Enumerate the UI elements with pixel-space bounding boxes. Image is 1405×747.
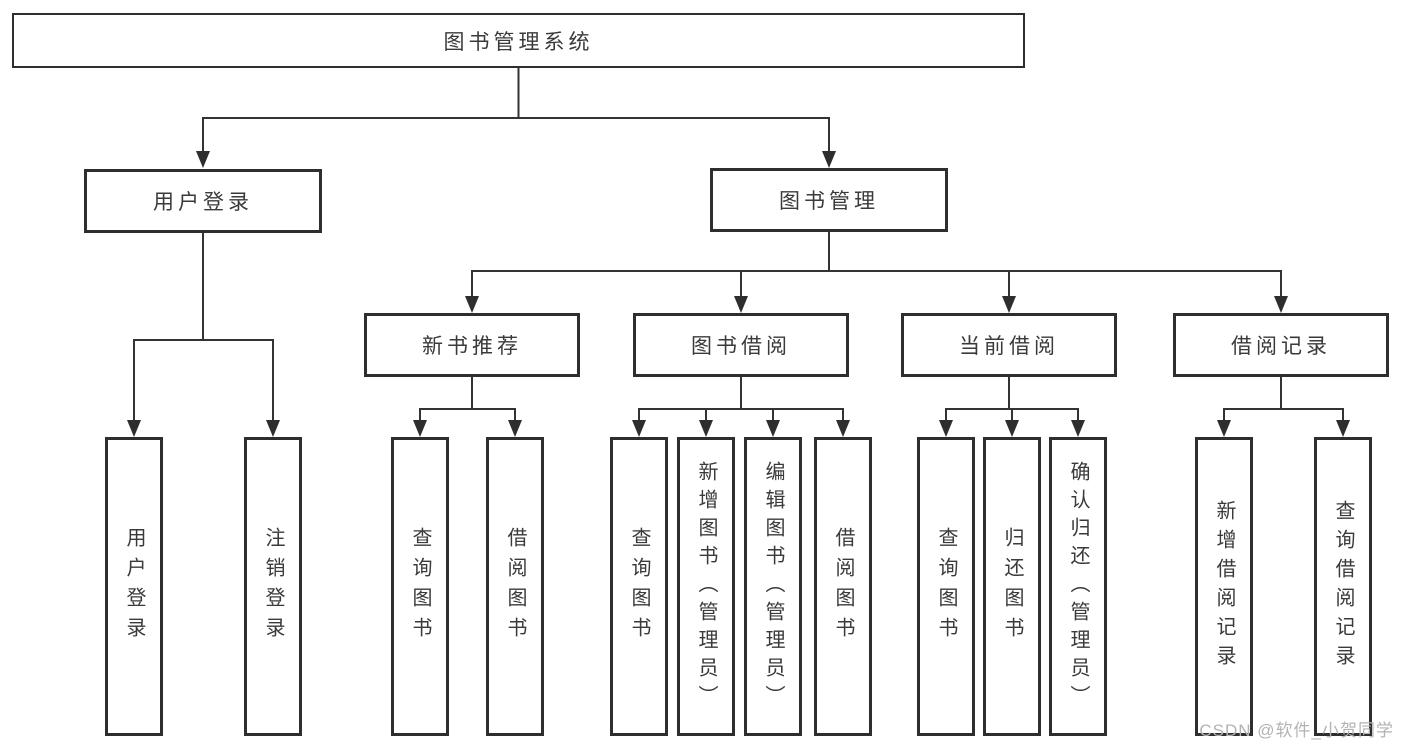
connector-borrow-records-children	[1217, 377, 1350, 437]
leaf-cur-return-book: 归还图书	[983, 437, 1041, 736]
arrowhead-current-borrow	[1002, 296, 1016, 313]
node-root: 图书管理系统	[12, 13, 1025, 68]
arrowhead-brec-query	[1336, 420, 1350, 437]
arrowhead-user-login	[196, 151, 210, 168]
arrowhead-rec-borrow	[508, 420, 522, 437]
node-current-borrow-label: 当前借阅	[959, 335, 1059, 358]
node-new-book-rec: 新书推荐	[364, 313, 580, 377]
node-user-login: 用户登录	[84, 169, 322, 233]
leaf-cur-return-book-label: 归还图书	[1001, 526, 1023, 647]
leaf-bor-add-book-label: 新增图书（管理员）	[695, 460, 717, 713]
connector-root-to-level2	[196, 68, 836, 168]
arrowhead-book-mgmt	[822, 151, 836, 168]
node-new-book-rec-label: 新书推荐	[422, 335, 522, 358]
leaf-brec-query-record: 查询借阅记录	[1314, 437, 1372, 736]
connector-user-login-children	[127, 233, 280, 437]
leaf-brec-add-record: 新增借阅记录	[1195, 437, 1253, 736]
arrowhead-cur-confirm	[1071, 420, 1085, 437]
leaf-rec-borrow-book: 借阅图书	[486, 437, 544, 736]
node-borrow-records: 借阅记录	[1173, 313, 1389, 377]
leaf-bor-edit-book-label: 编辑图书（管理员）	[762, 460, 784, 713]
node-user-login-label: 用户登录	[153, 191, 253, 214]
arrowhead-borrow-records	[1274, 296, 1288, 313]
leaf-bor-query-book: 查询图书	[610, 437, 668, 736]
arrowhead-bor-add	[699, 420, 713, 437]
node-book-borrow-label: 图书借阅	[691, 335, 791, 358]
node-current-borrow: 当前借阅	[901, 313, 1117, 377]
connector-book-borrow-children	[632, 377, 850, 437]
arrowhead-cur-return	[1005, 420, 1019, 437]
leaf-rec-query-book: 查询图书	[391, 437, 449, 736]
leaf-cur-query-book: 查询图书	[917, 437, 975, 736]
node-book-mgmt-label: 图书管理	[779, 190, 879, 213]
leaf-logout-label: 注销登录	[262, 526, 284, 647]
leaf-bor-edit-book: 编辑图书（管理员）	[744, 437, 802, 736]
leaf-rec-query-book-label: 查询图书	[409, 526, 431, 647]
leaf-bor-borrow-book: 借阅图书	[814, 437, 872, 736]
connector-book-mgmt-children	[465, 232, 1288, 313]
arrowhead-ul-logout	[266, 420, 280, 437]
arrowhead-bor-borrow	[836, 420, 850, 437]
leaf-cur-confirm-return-label: 确认归还（管理员）	[1067, 460, 1089, 713]
leaf-logout: 注销登录	[244, 437, 302, 736]
leaf-bor-borrow-book-label: 借阅图书	[832, 526, 854, 647]
node-book-mgmt: 图书管理	[710, 168, 948, 232]
node-book-borrow: 图书借阅	[633, 313, 849, 377]
node-root-label: 图书管理系统	[443, 30, 594, 54]
leaf-brec-add-record-label: 新增借阅记录	[1213, 499, 1235, 674]
leaf-rec-borrow-book-label: 借阅图书	[504, 526, 526, 647]
arrowhead-new-book-rec	[465, 296, 479, 313]
connector-current-borrow-children	[939, 377, 1085, 437]
arrowhead-ul-login	[127, 420, 141, 437]
arrowhead-bor-query	[632, 420, 646, 437]
leaf-user-login-label: 用户登录	[123, 526, 145, 647]
arrowhead-bor-edit	[766, 420, 780, 437]
arrowhead-cur-query	[939, 420, 953, 437]
leaf-bor-query-book-label: 查询图书	[628, 526, 650, 647]
leaf-bor-add-book: 新增图书（管理员）	[677, 437, 735, 736]
arrowhead-brec-add	[1217, 420, 1231, 437]
arrowhead-book-borrow	[734, 296, 748, 313]
node-borrow-records-label: 借阅记录	[1231, 335, 1331, 358]
leaf-cur-query-book-label: 查询图书	[935, 526, 957, 647]
connector-new-book-rec-children	[413, 377, 522, 437]
leaf-user-login: 用户登录	[105, 437, 163, 736]
csdn-watermark: CSDN @软件_小贺同学	[1199, 721, 1394, 740]
arrowhead-rec-query	[413, 420, 427, 437]
leaf-cur-confirm-return: 确认归还（管理员）	[1049, 437, 1107, 736]
leaf-brec-query-record-label: 查询借阅记录	[1332, 499, 1354, 674]
